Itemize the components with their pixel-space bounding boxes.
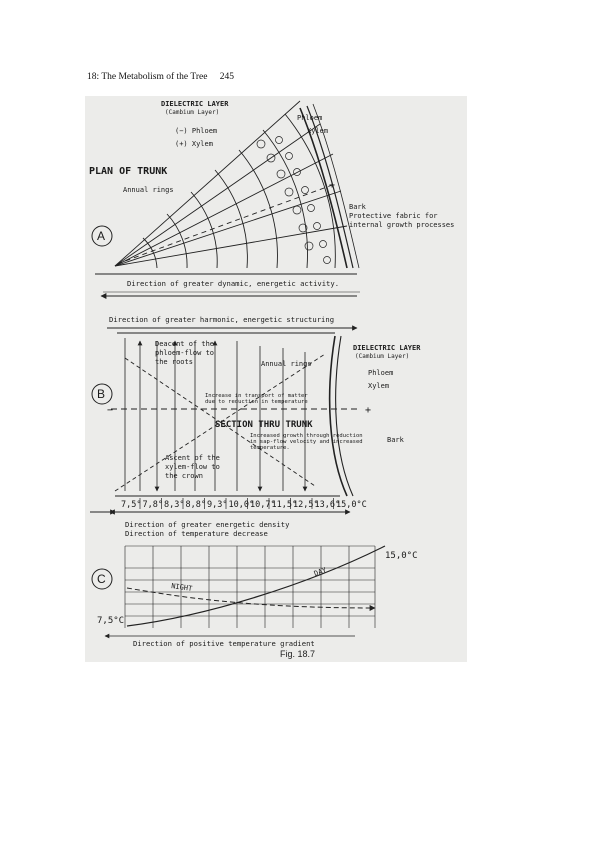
temperature-tick-label: 7,8° (143, 500, 163, 510)
plus-sign-a: + (329, 180, 335, 191)
day-curve (126, 545, 386, 627)
plan-of-trunk-title: PLAN OF TRUNK (89, 166, 167, 177)
temperature-tick-label: 15,0°C (336, 500, 367, 510)
dielectric-layer-title-b: DIELECTRIC LAYER (353, 344, 421, 352)
temperature-scale: 7,5°7,8°8,3°8,8°9,3°10,0°10,7°11,5°12,5°… (121, 498, 367, 510)
descent-line2: phloem-flow to (155, 349, 214, 357)
temperature-tick-label: 9,3° (207, 500, 227, 510)
energetic-density-text: Direction of greater energetic density (125, 520, 290, 529)
temperature-tick-label: 12,5° (293, 500, 319, 510)
protective-fabric-line1: Protective fabric for (349, 212, 438, 220)
increase-transport-line2: due to reduction in temperature (205, 399, 308, 405)
phloem-label-a: Phloem (297, 114, 322, 122)
temp-high-label: 15,0°C (385, 551, 418, 561)
temperature-tick-label: 8,3° (164, 500, 184, 510)
panel-c-letter: C (97, 572, 106, 586)
figure-caption: Fig. 18.7 (279, 649, 316, 659)
ascent-line2: xylem-flow to (165, 463, 220, 471)
ascent-line1: Ascent of the (165, 454, 220, 462)
panel-a (91, 100, 360, 299)
radial-line (114, 100, 301, 267)
minus-sign-b: − (107, 405, 113, 416)
annual-rings-label-a: Annual rings (123, 186, 174, 194)
page-number: 245 (219, 72, 235, 82)
plus-sign-b: + (365, 405, 371, 416)
positive-gradient-text: Direction of positive temperature gradie… (133, 639, 315, 648)
panel-c (91, 545, 386, 639)
panel-b-letter: B (97, 387, 105, 401)
scan-background (85, 96, 467, 662)
panel-b-labels: Direction of greater harmonic, energetic… (97, 315, 421, 538)
greater-dynamic-arrow-text: Direction of greater dynamic, energetic … (127, 279, 339, 288)
cambium-layer-subtitle: (Cambium Layer) (165, 109, 219, 116)
dielectric-layer-title: DIELECTRIC LAYER (161, 100, 229, 108)
temperature-tick-label: 10,7° (250, 500, 276, 510)
section-thru-trunk-title: SECTION THRU TRUNK (215, 420, 313, 430)
night-label: NIGHT (171, 582, 194, 593)
temperature-tick-label: 8,8° (186, 500, 206, 510)
descent-line3: the roots (155, 358, 193, 366)
temperature-tick-label: 7,5° (121, 500, 141, 510)
temperature-tick-label: 11,5° (272, 500, 298, 510)
xylem-label-a: Xylem (307, 127, 328, 135)
running-head-title: 18: The Metabolism of the Tree (87, 72, 208, 82)
xylem-label-b: Xylem (368, 382, 389, 390)
temperature-tick-label: 13,6° (315, 500, 341, 510)
ascent-line3: the crown (165, 472, 203, 480)
protective-fabric-line2: internal growth processes (349, 221, 454, 229)
temp-decrease-text: Direction of temperature decrease (125, 529, 268, 538)
figure-18-7: DIELECTRIC LAYER (Cambium Layer) (−) Phl… (85, 96, 467, 662)
descent-line1: Deacent of the (155, 340, 214, 348)
phloem-minus-label: (−) Phloem (175, 127, 217, 135)
annual-rings-label-b: Annual rings (261, 360, 312, 368)
phloem-label-b: Phloem (368, 369, 393, 377)
running-head: 18: The Metabolism of the Tree 245 (87, 72, 244, 82)
growth-line2: in sap-flow velocity and increased (250, 439, 363, 445)
night-curve (126, 587, 376, 611)
growth-line3: temperature. (250, 445, 290, 451)
figure-drawing: DIELECTRIC LAYER (Cambium Layer) (−) Phl… (85, 96, 467, 662)
xylem-plus-label: (+) Xylem (175, 140, 213, 148)
temp-low-label: 7,5°C (97, 616, 124, 626)
panel-c-grid (124, 545, 376, 628)
panel-a-letter: A (97, 229, 105, 243)
panel-a-labels: DIELECTRIC LAYER (Cambium Layer) (−) Phl… (89, 100, 454, 288)
bark-label-b: Bark (387, 436, 405, 444)
growth-line1: Increased growth through reduction (250, 433, 363, 439)
temperature-tick-label: 10,0° (229, 500, 255, 510)
greater-harmonic-arrow-text: Direction of greater harmonic, energetic… (109, 315, 334, 324)
cambium-layer-subtitle-b: (Cambium Layer) (355, 353, 409, 360)
panel-b (90, 325, 360, 515)
increase-transport-line1: Increase in transport of matter (205, 393, 308, 399)
bark-label-a: Bark (349, 203, 367, 211)
